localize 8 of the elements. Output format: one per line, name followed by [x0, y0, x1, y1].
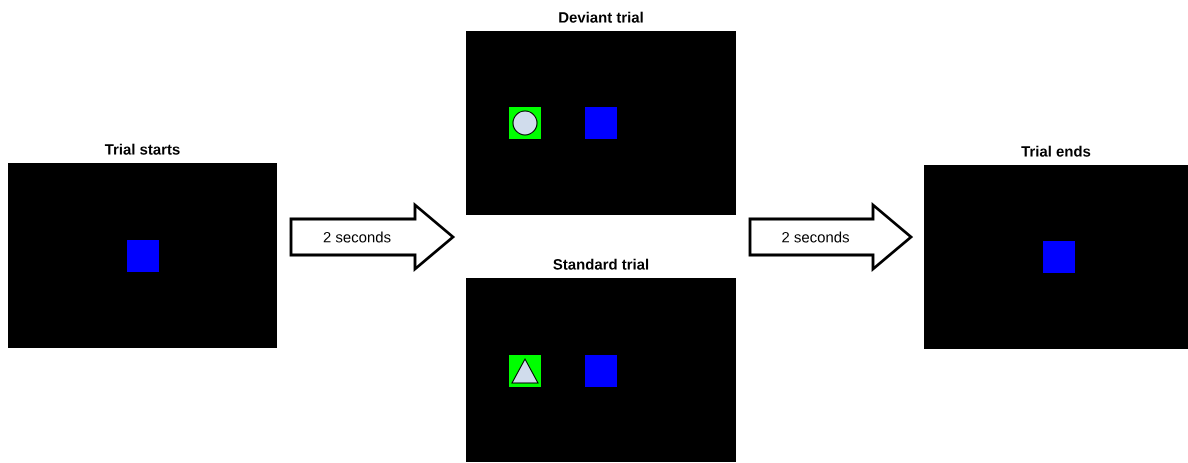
node-label: Standard trial [553, 258, 649, 270]
screen-box: Trial ends [924, 145, 1188, 349]
screen-box: Trial starts [8, 143, 277, 348]
node-label: Deviant trial [559, 11, 643, 23]
node-label: Trial starts [104, 143, 180, 155]
node-label: Trial ends [1021, 145, 1091, 157]
screen-box: Standard trial [466, 258, 736, 462]
screen-box: Deviant trial [466, 11, 736, 215]
